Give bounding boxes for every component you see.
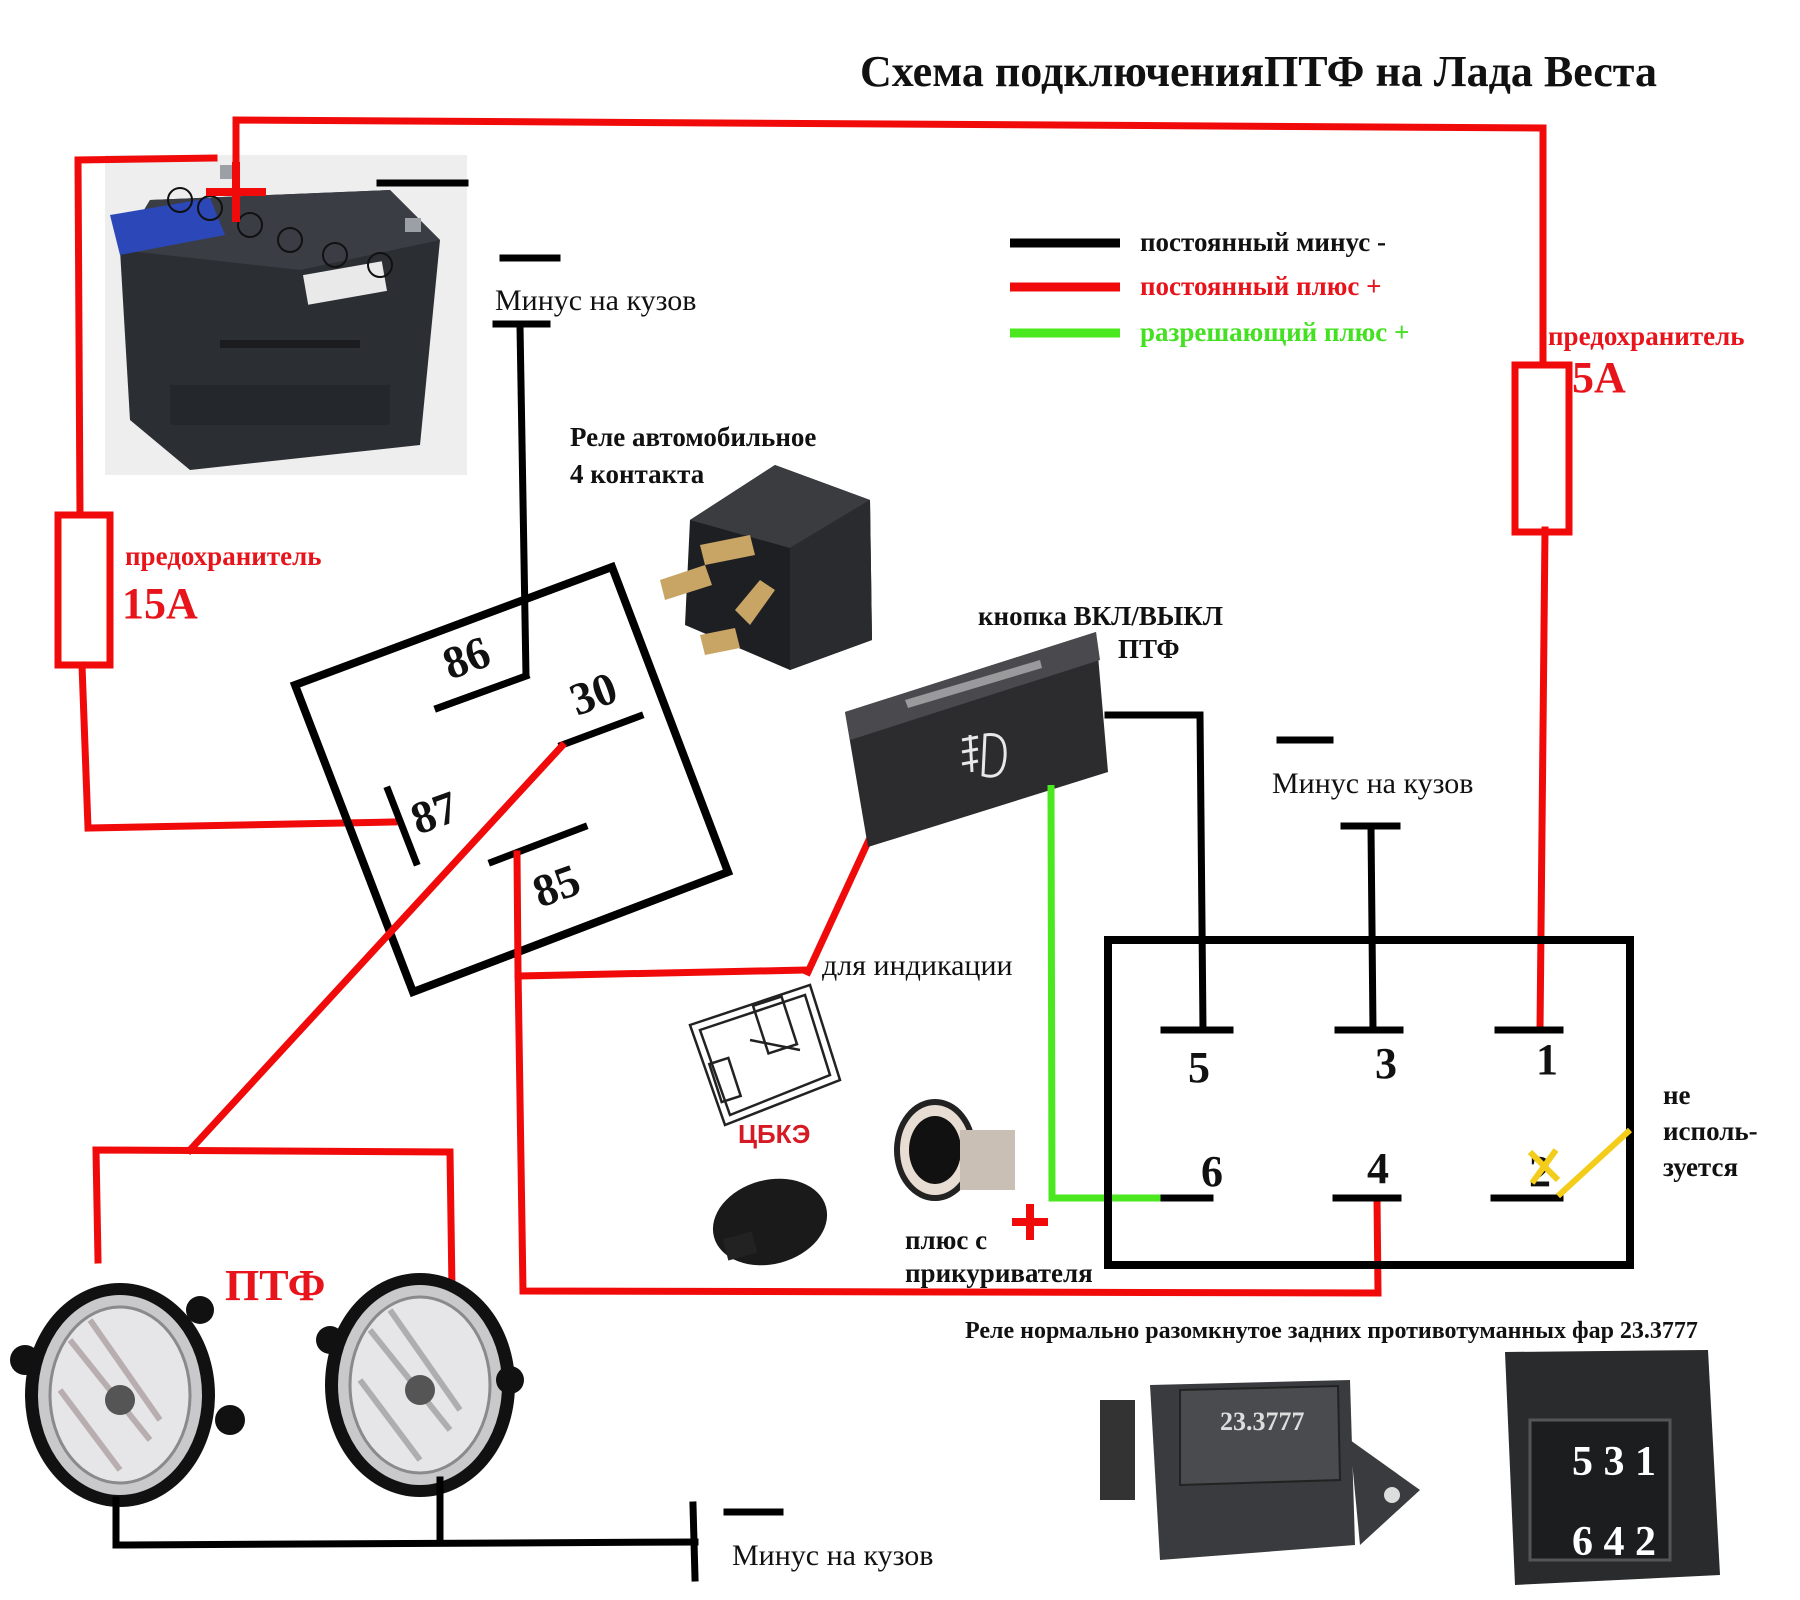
diagram-title: Схема подключенияПТФ на Лада Веста xyxy=(860,47,1657,96)
relay4-image xyxy=(660,465,872,670)
relay4-schematic: 86 30 87 85 xyxy=(289,561,734,998)
fog-light-left xyxy=(10,1283,245,1507)
bcm-module-image xyxy=(688,983,842,1127)
legend: постоянный минус - постоянный плюс + раз… xyxy=(1010,227,1409,347)
wire-switch-to-pin-5 xyxy=(1104,711,1207,1034)
indication-label: для индикации xyxy=(822,949,1013,982)
legend-label-enable-plus: разрешающий плюс + xyxy=(1140,317,1409,347)
relay6-connector-photo: 5 3 1 6 4 2 xyxy=(1505,1350,1720,1585)
wire-indication-to-switch xyxy=(803,837,873,977)
fuse-15a-label: предохранитель xyxy=(125,541,322,571)
relay-contact-30 xyxy=(557,711,645,750)
fog-light-switch[interactable] xyxy=(845,632,1108,847)
wire-fog-lights-feed xyxy=(92,1146,456,1294)
ground-label-fog: Минус на кузов xyxy=(732,1539,933,1572)
relay6-pin-3: 3 xyxy=(1375,1039,1397,1088)
connector-bottom-pins: 6 4 2 xyxy=(1572,1519,1656,1565)
lighter-label-line1: плюс с xyxy=(905,1225,987,1255)
wire-switch-to-pin-6 xyxy=(1047,784,1165,1202)
ground-symbol-relay: Минус на кузов xyxy=(492,254,696,328)
battery-negative-terminal xyxy=(405,218,421,232)
relay6-pin-1: 1 xyxy=(1536,1035,1558,1084)
lighter-plus-icon xyxy=(1012,1204,1048,1240)
unused-label-line2: исполь- xyxy=(1663,1116,1758,1146)
battery-image xyxy=(105,155,467,475)
relay6-pin-4: 4 xyxy=(1367,1144,1389,1193)
ground-symbol-fog: Минус на кузов xyxy=(689,1501,933,1582)
switch-caption-line1: кнопка ВКЛ/ВЫКЛ xyxy=(978,601,1223,631)
ground-label-relay: Минус на кузов xyxy=(495,284,696,317)
relay-contact-86 xyxy=(433,671,531,713)
wire-pin-30-to-fog-lights xyxy=(185,741,567,1155)
fuse-5a-label: предохранитель xyxy=(1548,321,1745,351)
bcm-module-label: ЦБКЭ xyxy=(738,1119,810,1149)
wire-battery-to-fuse-5a xyxy=(232,116,1547,369)
fuse-5a xyxy=(1511,361,1573,536)
relay-contact-85 xyxy=(487,822,589,867)
relay-pin-87: 87 xyxy=(404,781,465,845)
relay6-photo: 23.3777 xyxy=(1100,1380,1420,1560)
relay-contact-87 xyxy=(383,785,421,867)
wire-battery-to-fuse-15a xyxy=(74,154,218,519)
fuse-15a xyxy=(54,511,114,669)
relay-pin-86: 86 xyxy=(436,626,497,690)
ground-label-relay6: Минус на кузов xyxy=(1272,767,1473,800)
fuse-5a-rating: 5A xyxy=(1572,353,1626,402)
wire-fuse-5a-to-pin-1 xyxy=(1536,526,1549,1034)
relay4-caption-line1: Реле автомобильное xyxy=(570,422,816,452)
cigarette-lighter-image xyxy=(712,1099,1015,1266)
relay6-schematic: 5 3 1 6 4 2 xyxy=(1104,936,1634,1269)
unused-label-line1: не xyxy=(1663,1080,1691,1110)
relay-pin-85: 85 xyxy=(526,854,587,918)
legend-label-plus: постоянный плюс + xyxy=(1140,271,1382,301)
ground-symbol-relay6: Минус на кузов xyxy=(1272,736,1473,1034)
fuse-15a-rating: 15A xyxy=(122,579,198,628)
wire-pin-85-to-indication xyxy=(514,966,812,980)
relay4-caption-line2: 4 контакта xyxy=(570,459,705,489)
lighter-label-line2: прикуривателя xyxy=(905,1258,1093,1288)
unused-pin-cross-icon xyxy=(1527,1127,1633,1199)
relay-pin-30: 30 xyxy=(563,662,624,726)
legend-label-minus: постоянный минус - xyxy=(1140,227,1386,257)
switch-caption-line2: ПТФ xyxy=(1118,634,1180,664)
unused-label-line3: зуется xyxy=(1663,1152,1738,1182)
wire-fog-left-ground xyxy=(112,1496,699,1549)
connector-top-pins: 5 3 1 xyxy=(1572,1439,1656,1485)
relay6-pin-6: 6 xyxy=(1201,1147,1223,1196)
fog-light-right xyxy=(316,1273,524,1497)
fog-lights-label: ПТФ xyxy=(225,1261,325,1310)
relay6-photo-marking: 23.3777 xyxy=(1220,1407,1305,1436)
battery-plus-icon xyxy=(206,162,266,222)
relay6-pin-5: 5 xyxy=(1188,1043,1210,1092)
fog-light-icon xyxy=(961,732,1007,778)
wire-fuse-15a-to-pin-87 xyxy=(78,661,398,832)
relay6-caption: Реле нормально разомкнутое задних против… xyxy=(965,1318,1698,1344)
